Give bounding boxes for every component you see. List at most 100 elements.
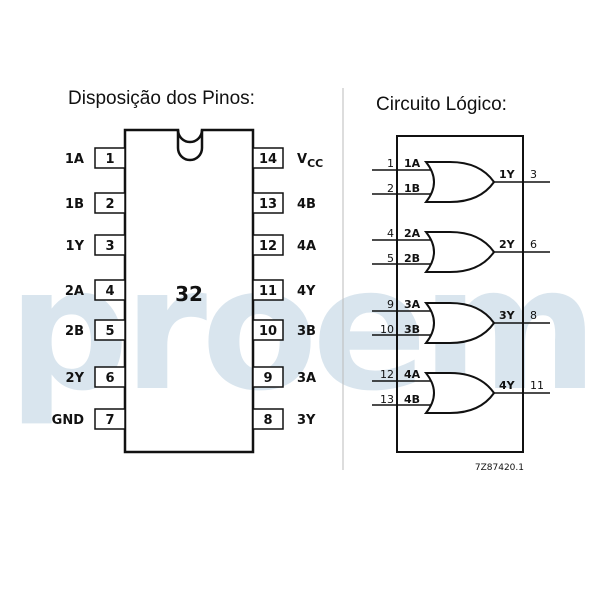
input-pin-number: 4 — [387, 227, 394, 240]
pin-box — [252, 234, 284, 256]
chip-label: 32 — [175, 282, 203, 306]
pin-5: 5 2B — [65, 319, 126, 341]
logic-box — [396, 135, 524, 453]
pin-box — [94, 408, 126, 430]
pin-box — [252, 408, 284, 430]
pin-box — [252, 366, 284, 388]
output-pin-number: 6 — [530, 238, 537, 251]
pinout-title: Disposição dos Pinos: — [68, 88, 255, 109]
pin-number: 8 — [263, 413, 272, 428]
pin-2: 2 1B — [65, 192, 126, 214]
output-pin-number: 11 — [530, 379, 544, 392]
or-gate-body — [423, 161, 496, 203]
pin-number: 5 — [105, 324, 114, 339]
input-pin-number: 2 — [387, 182, 394, 195]
pin-label: 3Y — [297, 413, 316, 428]
input-pin-number: 12 — [380, 368, 394, 381]
or-gate-1: 1 1A 2 1B 1Y 3 — [372, 157, 550, 203]
or-gate-2: 4 2A 5 2B 2Y 6 — [372, 227, 550, 273]
pin-box — [94, 279, 126, 301]
output-pin-number: 8 — [530, 309, 537, 322]
pin-10: 10 3B — [252, 319, 316, 341]
pin-label: 3A — [297, 371, 316, 386]
output-label: 1Y — [499, 168, 516, 181]
input-label: 2B — [404, 252, 420, 265]
pin-number: 13 — [259, 197, 277, 212]
pin-3: 3 1Y — [66, 234, 126, 256]
output-label: 4Y — [499, 379, 516, 392]
pin-6: 6 2Y — [66, 366, 126, 388]
output-pin-number: 3 — [530, 168, 537, 181]
or-gate-body — [423, 372, 496, 414]
left-pin-column: 1 1A 2 1B 3 1Y 4 2A 5 2B 6 2Y 7 GND — [52, 147, 126, 430]
input-label: 3B — [404, 323, 420, 336]
pin-number: 10 — [259, 324, 277, 339]
or-gates: 1 1A 2 1B 1Y 3 4 2A 5 2B 2Y 6 9 3A 10 3B 3Y 8 12 4A 13 4B 4Y 11 — [372, 157, 550, 414]
pin-label: 1Y — [66, 239, 85, 254]
dip-package: 32 — [123, 128, 255, 454]
pin-box — [252, 279, 284, 301]
pin-label: 4Y — [297, 284, 316, 299]
pin-box — [252, 147, 284, 169]
pin-label-subscript: CC — [307, 157, 323, 170]
or-gate-body — [423, 231, 496, 273]
pin-number: 14 — [259, 152, 277, 167]
pin-label: GND — [52, 413, 85, 428]
pin-label: 2Y — [66, 371, 85, 386]
or-gate-3: 9 3A 10 3B 3Y 8 — [372, 298, 550, 344]
input-pin-number: 1 — [387, 157, 394, 170]
pin-12: 12 4A — [252, 234, 316, 256]
pin-number: 12 — [259, 239, 277, 254]
pin-box — [252, 319, 284, 341]
pin-13: 13 4B — [252, 192, 316, 214]
pin-box — [252, 192, 284, 214]
input-pin-number: 9 — [387, 298, 394, 311]
pin-number: 1 — [105, 152, 114, 167]
pin-label: 4A — [297, 239, 316, 254]
pin-label: 1A — [65, 152, 84, 167]
pin-number: 9 — [263, 371, 272, 386]
chip-notch — [176, 130, 204, 162]
pin-number: 7 — [105, 413, 114, 428]
logic-circuit-title: Circuito Lógico: — [376, 94, 507, 115]
pin-label: 1B — [65, 197, 84, 212]
pin-label: 2B — [65, 324, 84, 339]
pin-1: 1 1A — [65, 147, 126, 169]
input-pin-number: 5 — [387, 252, 394, 265]
pin-label: VCC — [297, 152, 323, 170]
pin-box — [94, 192, 126, 214]
output-label: 2Y — [499, 238, 516, 251]
pin-label: 3B — [297, 324, 316, 339]
pin-box — [94, 319, 126, 341]
input-label: 1B — [404, 182, 420, 195]
pin-box — [94, 147, 126, 169]
pin-14: 14 VCC — [252, 147, 323, 170]
pin-8: 8 3Y — [252, 408, 316, 430]
input-label: 4B — [404, 393, 420, 406]
right-pin-column: 14 VCC 13 4B 12 4A 11 4Y 10 3B 9 3A 8 3Y — [252, 147, 323, 430]
input-pin-number: 10 — [380, 323, 394, 336]
pin-box — [94, 234, 126, 256]
pin-4: 4 2A — [65, 279, 126, 301]
or-gate-4: 12 4A 13 4B 4Y 11 — [372, 368, 550, 414]
input-label: 1A — [404, 157, 421, 170]
footnote-code: 7Z87420.1 — [475, 463, 524, 473]
input-label: 3A — [404, 298, 421, 311]
pin-number: 3 — [105, 239, 114, 254]
pin-number: 2 — [105, 197, 114, 212]
pin-number: 11 — [259, 284, 277, 299]
output-label: 3Y — [499, 309, 516, 322]
input-label: 4A — [404, 368, 421, 381]
input-label: 2A — [404, 227, 421, 240]
pin-number: 4 — [105, 284, 114, 299]
pin-7: 7 GND — [52, 408, 126, 430]
pin-number: 6 — [105, 371, 114, 386]
pin-label: 4B — [297, 197, 316, 212]
pin-label: 2A — [65, 284, 84, 299]
pin-11: 11 4Y — [252, 279, 316, 301]
or-gate-body — [423, 302, 496, 344]
pin-box — [94, 366, 126, 388]
input-pin-number: 13 — [380, 393, 394, 406]
